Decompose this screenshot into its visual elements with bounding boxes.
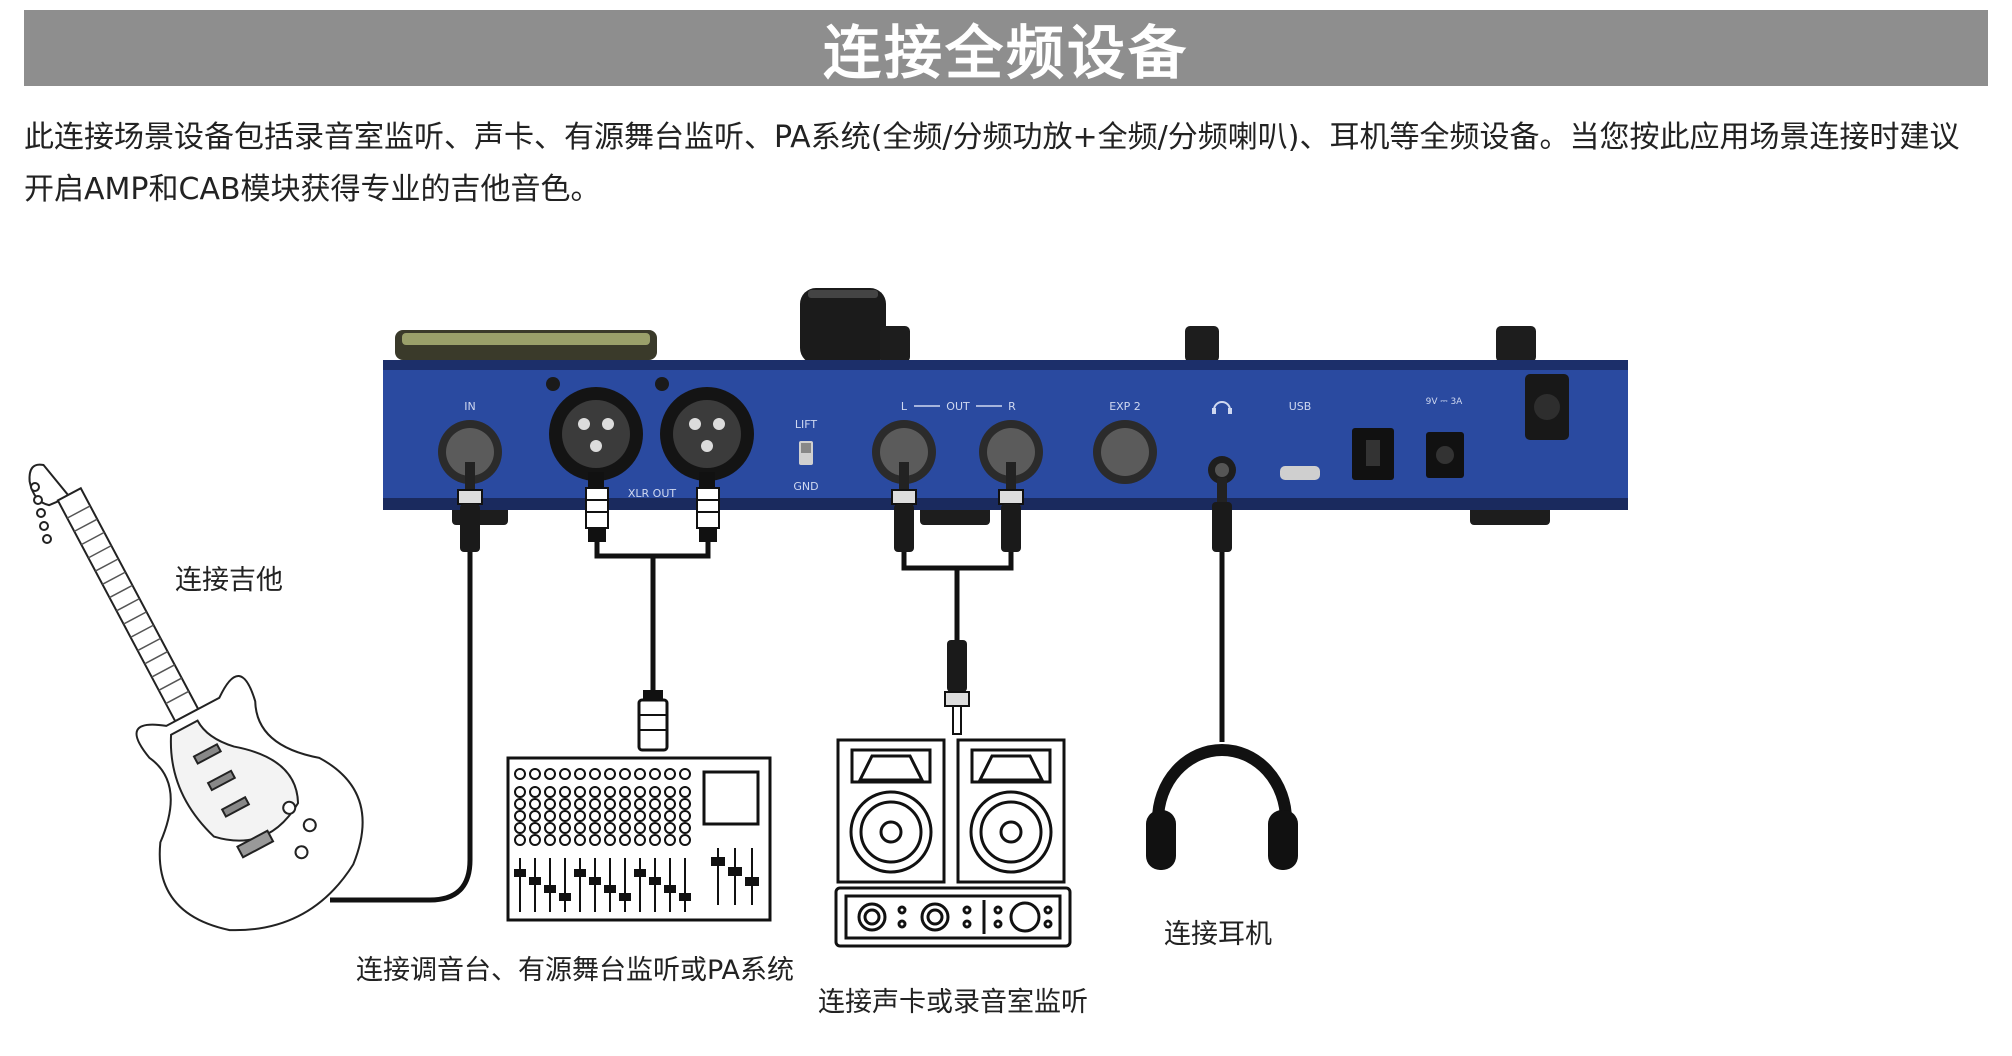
main-knob-icon: [800, 288, 886, 364]
electric-guitar-icon: [28, 463, 364, 932]
mixer-screen-icon: [702, 770, 760, 826]
stereo-out-cable: [891, 462, 1024, 735]
out-label: OUT: [946, 400, 970, 413]
footswitch-icon: [1185, 326, 1219, 362]
description-text: 此连接场景设备包括录音室监听、声卡、有源舞台监听、PA系统(全频/分频功放+全频…: [24, 120, 1960, 207]
studio-monitor-right-icon: [956, 738, 1066, 884]
title-bar: 连接全频设备: [24, 10, 1988, 87]
exp2-label: EXP 2: [1109, 400, 1141, 413]
page-title: 连接全频设备: [822, 19, 1189, 87]
headphone-symbol-icon: [1213, 401, 1231, 411]
headphones-connection-label: 连接耳机: [1164, 919, 1272, 950]
guitar-connection-label: 连接吉他: [175, 565, 283, 596]
effects-processor-device: IN XLR OUT LIFT GND L OUT R EXP 2: [383, 288, 1628, 525]
usb-label: USB: [1289, 400, 1312, 413]
out-r-label: R: [1008, 400, 1016, 413]
out-l-label: L: [901, 400, 908, 413]
mixer-connection-label: 连接调音台、有源舞台监听或PA系统: [356, 955, 795, 986]
headphone-cable: [1212, 478, 1232, 742]
footswitch-icon: [880, 326, 910, 362]
xlr-out-label: XLR OUT: [628, 487, 677, 500]
xlr-cable: [585, 472, 720, 752]
studio-monitor-left-icon: [836, 738, 946, 884]
footswitch-icon: [1496, 326, 1536, 362]
gnd-label: GND: [793, 480, 818, 493]
in-label: IN: [464, 400, 475, 413]
headphones-icon: [1146, 744, 1298, 870]
usb-port-icon: [1280, 466, 1320, 480]
mixing-console-icon: [506, 756, 772, 922]
audio-interface-icon: [834, 886, 1072, 948]
soundcard-connection-label: 连接声卡或录音室监听: [818, 987, 1088, 1018]
power-label: 9V ⎓ 3A: [1426, 397, 1464, 407]
lift-label: LIFT: [795, 418, 818, 431]
